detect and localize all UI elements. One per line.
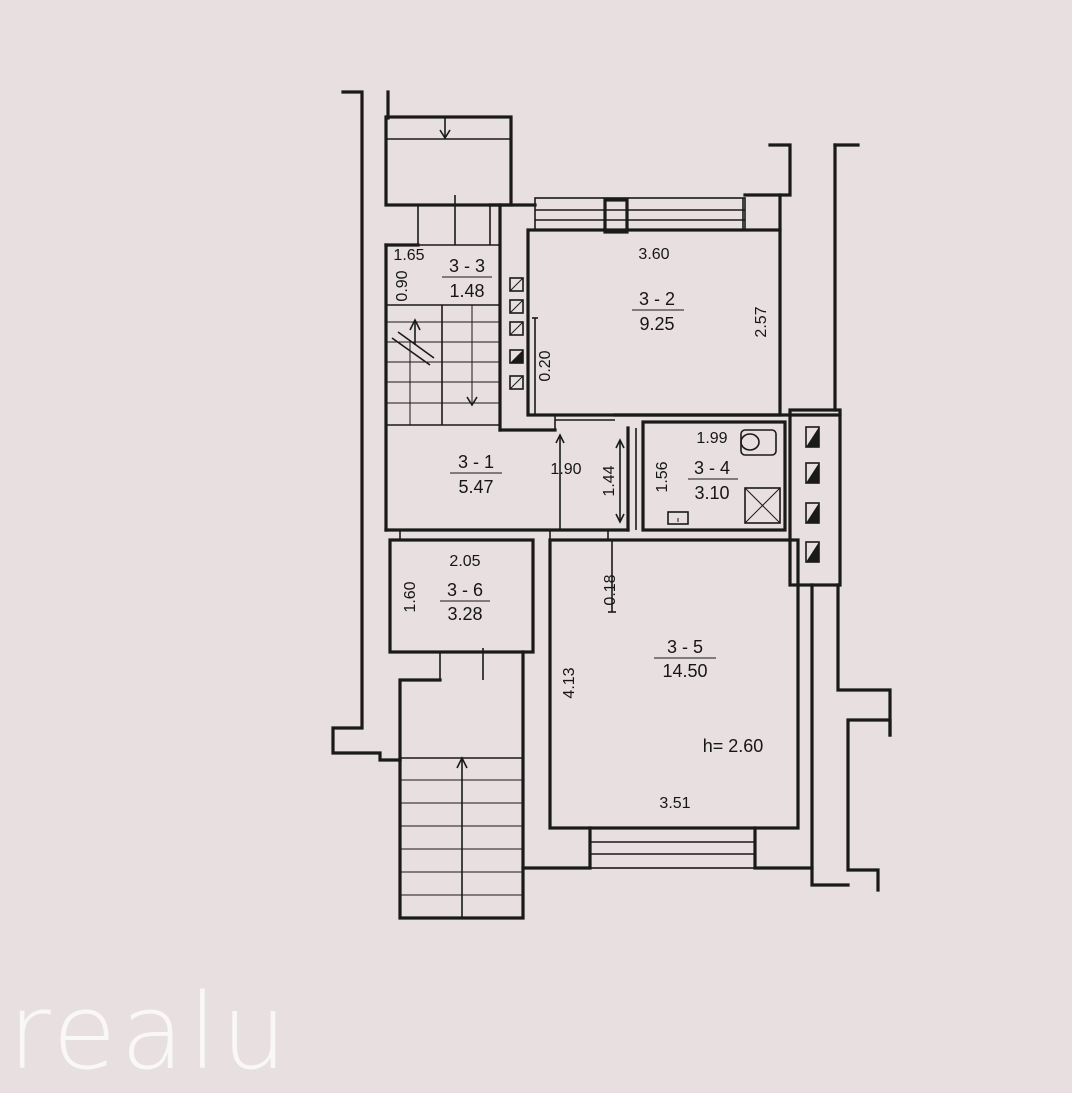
watermark-logo: realu (8, 971, 291, 1093)
internal-stair (386, 305, 500, 426)
dim-corridor-3-1: 1.90 (550, 461, 581, 478)
room-label-3-2: 3 - 2 9.25 (632, 289, 684, 334)
dim-wall-3-2: 0.20 (537, 350, 554, 381)
room-code: 3 - 3 (449, 256, 485, 276)
room-area: 3.28 (447, 604, 482, 624)
room-3-1 (384, 413, 842, 532)
exterior-wall-left (331, 90, 402, 762)
dim-3-2-depth: 2.57 (753, 306, 770, 337)
room-label-3-6: 3 - 6 3.28 (440, 580, 490, 624)
dim-3-3-width: 1.65 (393, 247, 424, 264)
room-code: 3 - 4 (694, 458, 730, 478)
exterior-wall-right (743, 143, 892, 892)
room-code: 3 - 5 (667, 637, 703, 657)
room-area: 5.47 (458, 477, 493, 497)
dim-3-4-height: 1.56 (654, 461, 671, 492)
dim-3-4-width: 1.99 (696, 430, 727, 447)
vent-shafts-3-2 (509, 277, 524, 390)
entrance-stair (398, 650, 525, 920)
room-area: 1.48 (449, 281, 484, 301)
room-code: 3 - 1 (458, 452, 494, 472)
room-area: 3.10 (694, 483, 729, 503)
dim-3-5-width: 3.51 (659, 795, 690, 812)
room-label-3-4: 3 - 4 3.10 (688, 458, 738, 503)
room-label-3-3: 3 - 3 1.48 (442, 256, 492, 301)
dim-wall-3-5: 0.18 (602, 574, 619, 605)
top-landing (384, 115, 513, 245)
vent-shafts-right (788, 408, 842, 587)
dim-3-2-width: 3.60 (638, 246, 669, 263)
dim-3-6-width: 2.05 (449, 553, 480, 570)
room-label-3-1: 3 - 1 5.47 (450, 452, 502, 497)
room-code: 3 - 6 (447, 580, 483, 600)
room-3-3 (384, 203, 537, 532)
room-area: 9.25 (639, 314, 674, 334)
room-3-4 (635, 420, 787, 532)
dim-3-5-depth: 4.13 (561, 667, 578, 698)
room-area: 14.50 (662, 661, 707, 681)
dim-3-6-height: 1.60 (402, 581, 419, 612)
room-3-5 (521, 530, 814, 870)
dim-door-3-1: 1.44 (601, 465, 618, 496)
room-label-3-5: 3 - 5 14.50 (654, 637, 716, 681)
ceiling-height: h= 2.60 (703, 736, 764, 756)
dim-3-3-height: 0.90 (394, 270, 411, 301)
room-code: 3 - 2 (639, 289, 675, 309)
